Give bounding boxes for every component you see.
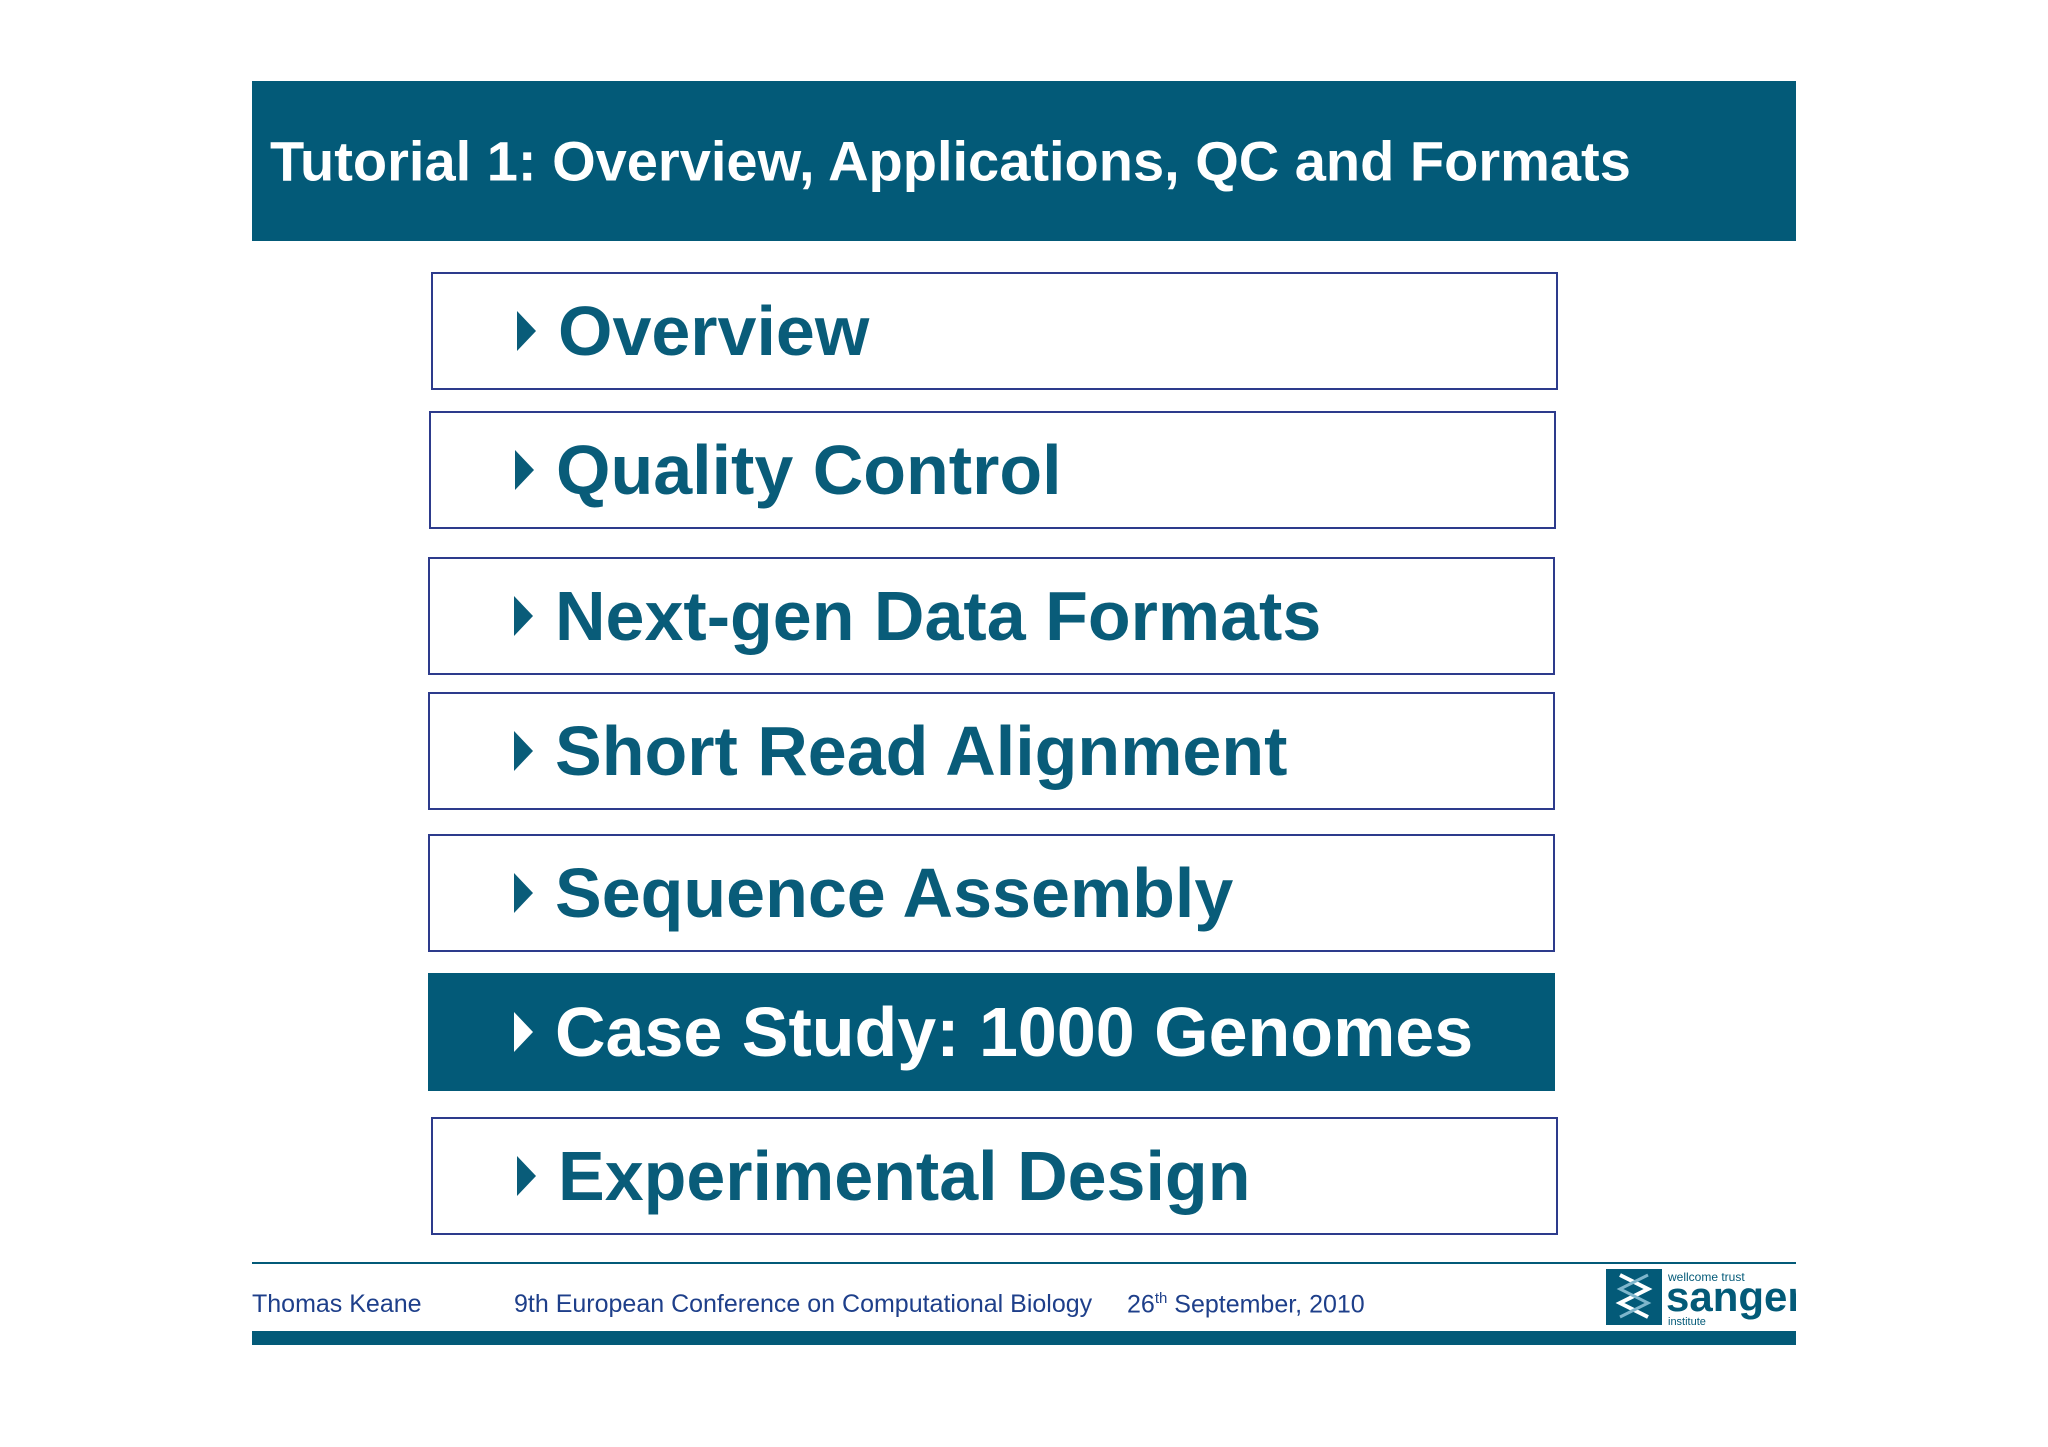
slide-title: Tutorial 1: Overview, Applications, QC a… bbox=[270, 129, 1631, 193]
footer-bar bbox=[252, 1331, 1796, 1345]
agenda-item-label: Next-gen Data Formats bbox=[555, 577, 1322, 655]
triangle-right-icon bbox=[514, 731, 533, 771]
title-bar: Tutorial 1: Overview, Applications, QC a… bbox=[252, 81, 1796, 241]
footer-date-suffix: th bbox=[1154, 1290, 1168, 1307]
agenda-item-short-read-alignment: Short Read Alignment bbox=[428, 692, 1555, 810]
triangle-right-icon bbox=[514, 1012, 533, 1052]
footer-author: Thomas Keane bbox=[252, 1290, 422, 1318]
agenda-item-label: Quality Control bbox=[556, 431, 1062, 509]
agenda-item-experimental-design: Experimental Design bbox=[431, 1117, 1558, 1235]
sanger-logo: wellcome trust sanger institute bbox=[1606, 1269, 1796, 1327]
triangle-right-icon bbox=[517, 311, 536, 351]
footer-conference: 9th European Conference on Computational… bbox=[514, 1290, 1093, 1318]
agenda-item-label: Case Study: 1000 Genomes bbox=[555, 993, 1474, 1071]
footer-divider bbox=[252, 1262, 1796, 1264]
logo-bottom-text: institute bbox=[1668, 1316, 1706, 1327]
agenda-item-label: Short Read Alignment bbox=[555, 712, 1288, 790]
triangle-right-icon bbox=[514, 596, 533, 636]
agenda-item-overview: Overview bbox=[431, 272, 1558, 390]
agenda-item-data-formats: Next-gen Data Formats bbox=[428, 557, 1555, 675]
agenda-item-label: Experimental Design bbox=[558, 1137, 1251, 1215]
agenda-item-label: Sequence Assembly bbox=[555, 854, 1234, 932]
agenda-item-sequence-assembly: Sequence Assembly bbox=[428, 834, 1555, 952]
footer-date-rest: September, 2010 bbox=[1167, 1290, 1365, 1319]
logo-top-text: wellcome trust bbox=[1667, 1270, 1745, 1284]
dna-helix-icon bbox=[1606, 1269, 1662, 1325]
agenda-item-quality-control: Quality Control bbox=[429, 411, 1556, 529]
triangle-right-icon bbox=[515, 450, 534, 490]
footer-date: 26th September, 2010 bbox=[1127, 1290, 1365, 1319]
footer-date-day: 26 bbox=[1127, 1290, 1155, 1319]
logo-main-text: sanger bbox=[1666, 1273, 1796, 1320]
agenda-item-case-study: Case Study: 1000 Genomes bbox=[428, 973, 1555, 1091]
agenda-item-label: Overview bbox=[558, 292, 870, 370]
triangle-right-icon bbox=[517, 1156, 536, 1196]
triangle-right-icon bbox=[514, 873, 533, 913]
